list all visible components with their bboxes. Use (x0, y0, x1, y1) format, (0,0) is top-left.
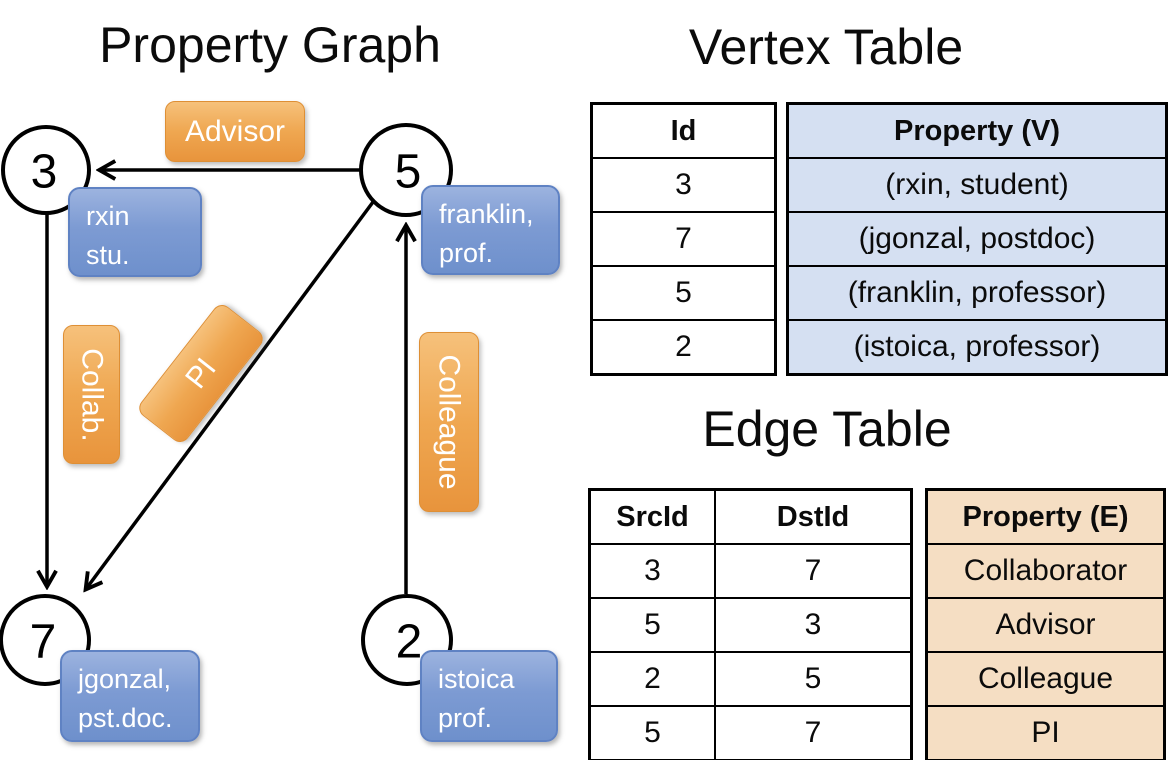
edge-row-property: Advisor (928, 597, 1163, 651)
edge-row-srcid: 2 (591, 651, 714, 705)
edge-label-pi-text: PI (178, 351, 223, 395)
property-graph-title: Property Graph (99, 17, 441, 73)
vertex-row-property: (franklin, professor) (789, 265, 1165, 319)
edge-row-srcid: 5 (591, 597, 714, 651)
vertex-row-id: 3 (593, 157, 774, 211)
edge-table-property-column: Property (E) Collaborator Advisor Collea… (925, 488, 1166, 760)
node-id-2: 2 (395, 615, 423, 669)
edge-row-dstid: 3 (716, 597, 910, 651)
edge-label-collab: Collab. (63, 325, 120, 464)
edge-row-property: Colleague (928, 651, 1163, 705)
vertex-id-header: Id (670, 114, 697, 147)
edge-row-dstid: 7 (716, 705, 910, 759)
edge-property-header: Property (E) (928, 491, 1163, 543)
edge-srcid-header: SrcId (616, 500, 689, 533)
node-id-7: 7 (29, 615, 57, 669)
edge-label-colleague: Colleague (419, 332, 479, 512)
vertex-row-id: 2 (593, 319, 774, 373)
vertex-table-id-column: Id 3 7 5 2 (590, 102, 777, 376)
edge-row-dstid: 7 (716, 543, 910, 597)
edge-label-advisor: Advisor (165, 101, 305, 162)
vertex-prop-rxin: rxin stu. (68, 187, 202, 277)
vertex-row-property: (rxin, student) (789, 157, 1165, 211)
edge-row-srcid: 5 (591, 705, 714, 759)
edge-row-property: Collaborator (928, 543, 1163, 597)
edge-row-dstid: 5 (716, 651, 910, 705)
node-id-3: 3 (30, 145, 58, 199)
vertex-row-property: (jgonzal, postdoc) (789, 211, 1165, 265)
vertex-row-id: 7 (593, 211, 774, 265)
vertex-prop-franklin: franklin, prof. (421, 185, 560, 275)
vertex-row-id: 5 (593, 265, 774, 319)
edge-dstid-header: DstId (776, 500, 850, 533)
node-circle-3 (1, 125, 91, 215)
edge-table-dstid-column: DstId 7 3 5 7 (716, 488, 913, 760)
vertex-row-property: (istoica, professor) (789, 319, 1165, 373)
vertex-prop-jgonzal: jgonzal, pst.doc. (60, 650, 200, 742)
vertex-table-title: Vertex Table (688, 19, 964, 75)
edge-table-title: Edge Table (702, 401, 952, 457)
edge-label-advisor-text: Advisor (184, 114, 286, 148)
vertex-table-property-column: Property (V) (rxin, student) (jgonzal, p… (786, 102, 1168, 376)
edge-pi-5-to-7 (86, 200, 375, 589)
edge-row-srcid: 3 (591, 543, 714, 597)
edge-label-colleague-text: Colleague (433, 354, 467, 490)
edge-table-srcid-column: SrcId 3 5 2 5 (588, 488, 717, 760)
edge-row-property: PI (928, 705, 1163, 759)
node-id-5: 5 (394, 145, 422, 199)
vertex-prop-istoica: istoica prof. (420, 650, 558, 742)
vertex-property-header: Property (V) (789, 105, 1165, 157)
edge-label-collab-text: Collab. (75, 347, 109, 442)
